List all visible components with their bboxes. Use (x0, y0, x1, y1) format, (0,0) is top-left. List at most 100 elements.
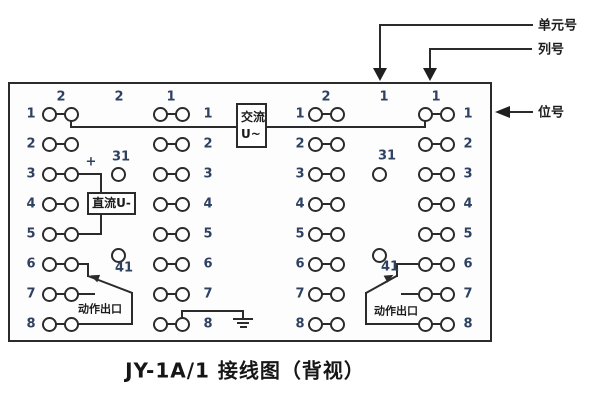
ground-wire (181, 310, 244, 312)
terminal-circle (417, 106, 433, 122)
terminal-circle (371, 247, 387, 263)
terminal-circle (307, 166, 323, 182)
terminal-circle (152, 196, 168, 212)
ac-voltage-box: 交流 U~ (236, 103, 267, 148)
terminal-circle (439, 316, 455, 332)
terminal-circle (41, 316, 57, 332)
terminal-circle (329, 316, 345, 332)
terminal-circle (63, 226, 79, 242)
row-number: 5 (203, 226, 213, 242)
pair-link (55, 203, 65, 205)
terminal-circle (41, 136, 57, 152)
ground-wire (242, 310, 244, 319)
row-number: 1 (295, 106, 305, 122)
terminal-circle (63, 136, 79, 152)
wire (396, 263, 418, 265)
terminal-circle (152, 316, 168, 332)
ground-icon (233, 318, 253, 320)
arrow-down-icon (423, 68, 437, 81)
wire (77, 263, 89, 265)
terminal-circle (417, 196, 433, 212)
pair-link (55, 233, 65, 235)
pair-link (321, 323, 331, 325)
dc-voltage-box: 直流U- (87, 192, 136, 215)
terminal-circle (439, 196, 455, 212)
row-number: 7 (203, 286, 213, 302)
wire (78, 233, 102, 235)
terminal-circle (174, 316, 190, 332)
terminal-circle (63, 286, 79, 302)
terminal-circle (417, 166, 433, 182)
terminal-circle (152, 106, 168, 122)
callout-unit-no: 单元号 (538, 18, 578, 34)
terminal-circle (152, 286, 168, 302)
pair-link (321, 203, 331, 205)
pair-link (166, 143, 176, 145)
callout-col-no: 列号 (538, 42, 565, 58)
wire (365, 292, 367, 325)
pair-link (321, 113, 331, 115)
terminal-circle (174, 106, 190, 122)
pair-link (431, 143, 441, 145)
terminal-circle (329, 136, 345, 152)
pair-link (166, 233, 176, 235)
row-number: 3 (203, 166, 213, 182)
wire (100, 173, 102, 194)
terminal-circle (329, 226, 345, 242)
column-header: 2 (321, 89, 331, 105)
dc-box-label: 直流U- (92, 196, 131, 210)
terminal-circle (307, 316, 323, 332)
terminal-circle (174, 136, 190, 152)
pair-link (166, 113, 176, 115)
pair-link (431, 293, 441, 295)
pair-link (321, 143, 331, 145)
terminal-circle (152, 256, 168, 272)
row-number: 6 (26, 256, 36, 272)
row-number: 2 (463, 136, 473, 152)
row-number: 5 (295, 226, 305, 242)
ground-icon (240, 326, 247, 328)
pair-link (55, 263, 65, 265)
row-number: 7 (463, 286, 473, 302)
pair-link (166, 323, 176, 325)
terminal-circle (174, 166, 190, 182)
terminal-circle (41, 106, 57, 122)
terminal-circle (174, 196, 190, 212)
terminal-circle (63, 166, 79, 182)
pair-link (431, 203, 441, 205)
terminal-circle (307, 286, 323, 302)
pair-link (431, 263, 441, 265)
terminal-circle (417, 286, 433, 302)
terminal-circle (417, 226, 433, 242)
row-number: 3 (295, 166, 305, 182)
pair-link (321, 173, 331, 175)
callout-pos-no: 位号 (538, 105, 565, 121)
terminal-circle (307, 226, 323, 242)
row-number: 2 (295, 136, 305, 152)
column-header: 1 (379, 89, 389, 105)
row-number: 8 (463, 316, 473, 332)
terminal-circle (41, 166, 57, 182)
contact-stub (78, 293, 95, 295)
terminal-circle (110, 247, 126, 263)
wire (131, 292, 133, 325)
terminal-circle (439, 166, 455, 182)
arrow-down-icon (373, 68, 387, 81)
terminal-circle (439, 256, 455, 272)
terminal-circle (63, 196, 79, 212)
row-number: 7 (295, 286, 305, 302)
terminal-circle (41, 226, 57, 242)
pair-link (166, 263, 176, 265)
action-outlet-label: 动作出口 (78, 302, 122, 316)
terminal-circle (63, 316, 79, 332)
terminal-circle (329, 286, 345, 302)
terminal-circle (417, 136, 433, 152)
pos-no-leader-hline (509, 111, 533, 113)
terminal-circle (152, 136, 168, 152)
terminal-circle (417, 256, 433, 272)
arrow-left-icon (495, 106, 510, 118)
pair-link (166, 293, 176, 295)
pair-link (431, 173, 441, 175)
wire (78, 173, 102, 175)
